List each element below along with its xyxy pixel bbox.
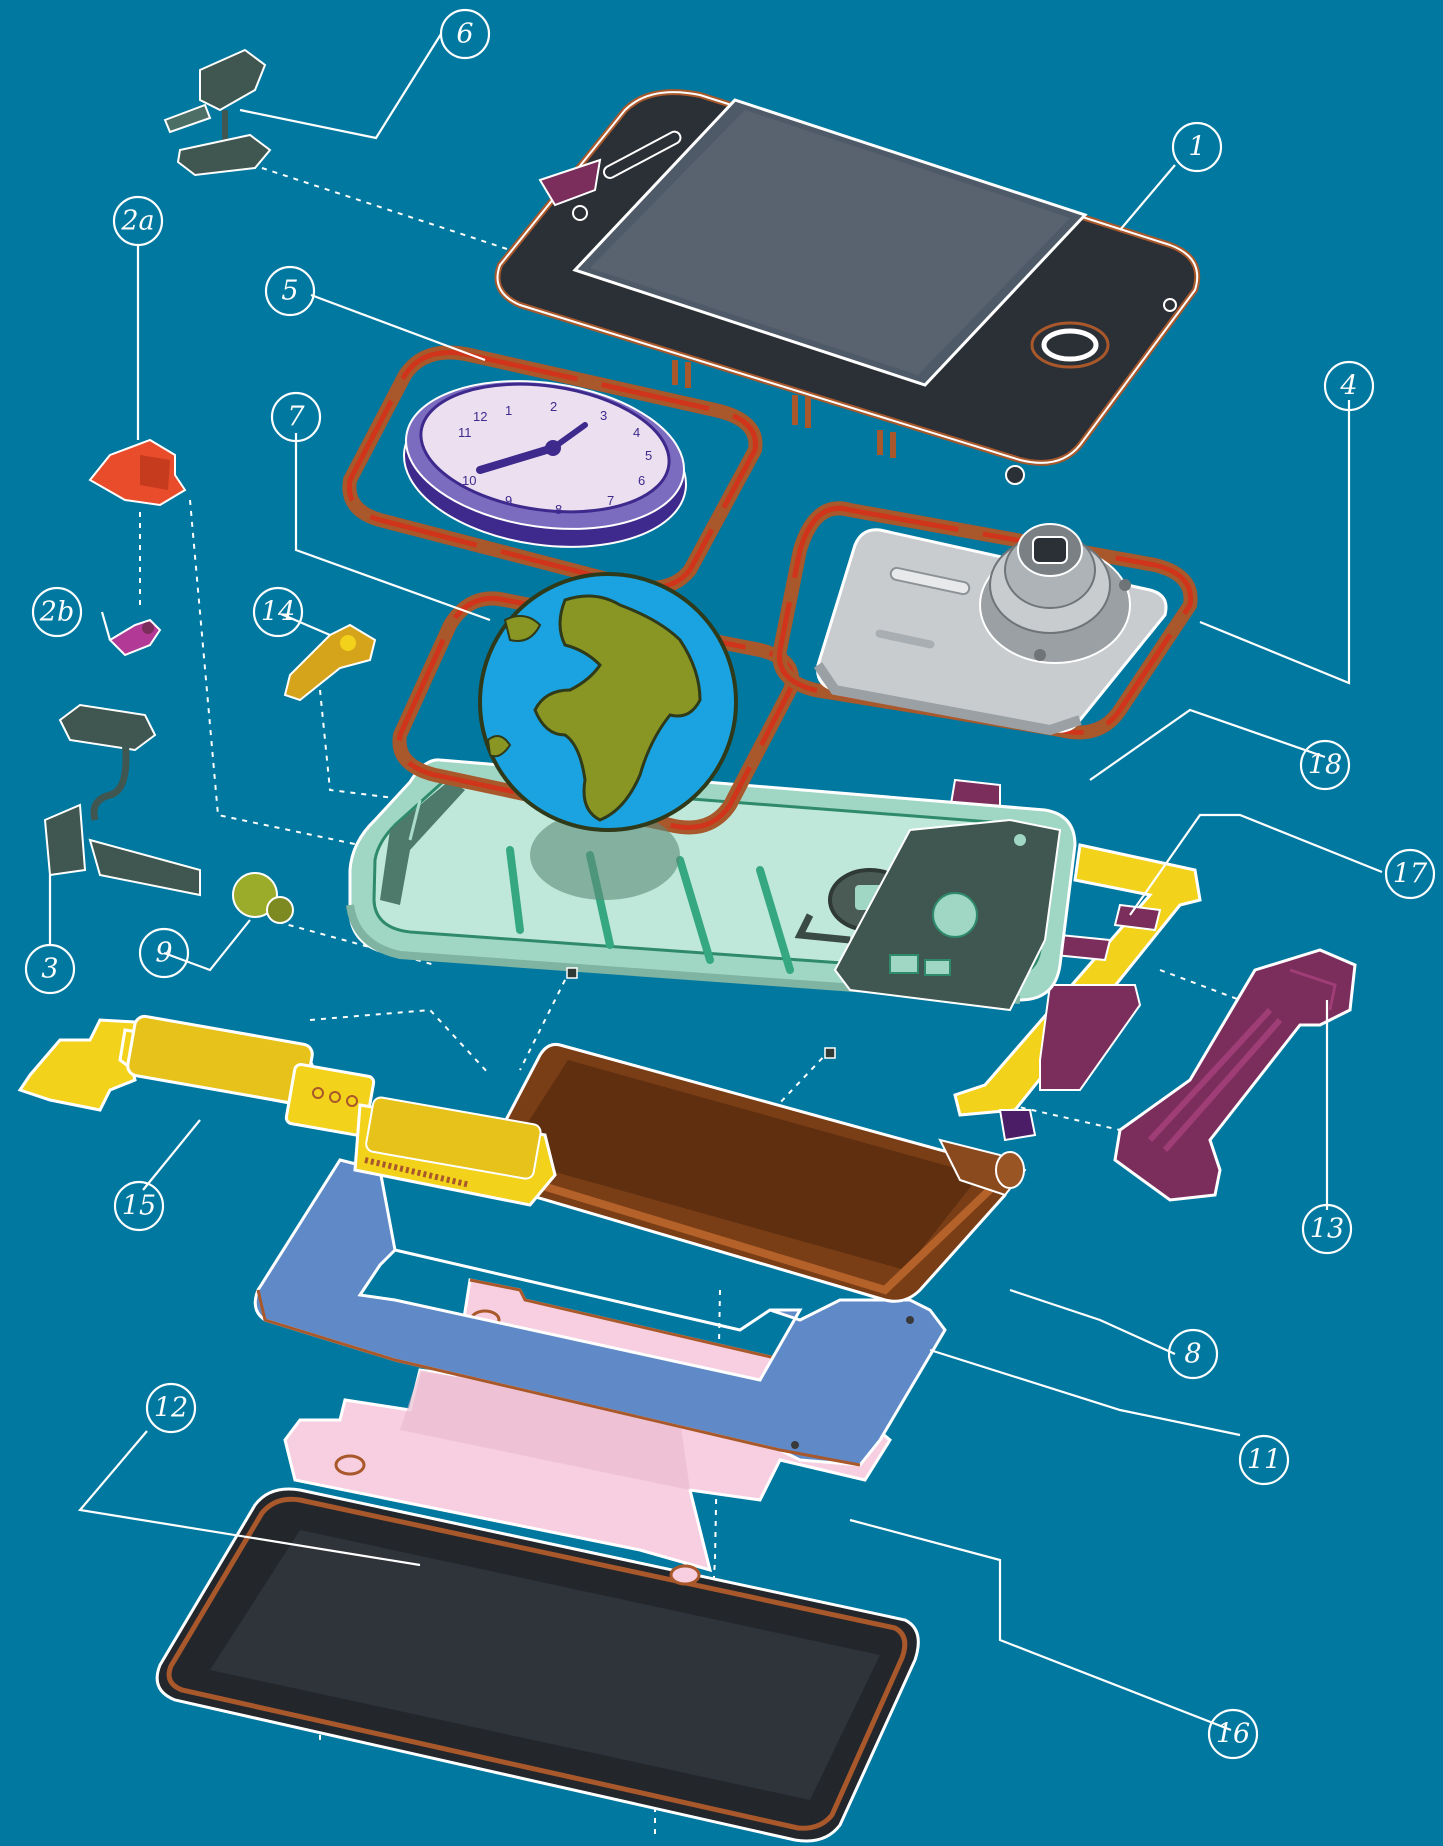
part-2b-clip — [110, 620, 160, 655]
clock-number: 11 — [458, 425, 472, 440]
callout-18: 18 — [1301, 741, 1349, 789]
callout-8: 8 — [1169, 1330, 1217, 1378]
callout-label: 14 — [261, 597, 295, 628]
flex-cable-3 — [45, 705, 200, 895]
callout-label: 5 — [281, 276, 298, 307]
part-2a-bracket — [90, 440, 185, 505]
callout-label: 11 — [1247, 1445, 1281, 1476]
clock-number: 5 — [645, 448, 652, 463]
callout-label: 3 — [41, 954, 58, 985]
mid-frame — [350, 760, 1075, 1058]
clock-number: 3 — [600, 408, 607, 423]
callout-label: 4 — [1339, 371, 1357, 402]
clock-number: 9 — [505, 493, 512, 508]
clock-number: 2 — [550, 399, 557, 414]
callout-11: 11 — [1240, 1436, 1288, 1484]
callout-label: 16 — [1216, 1719, 1250, 1750]
callout-2b: 2b — [33, 588, 81, 636]
callout-9: 9 — [140, 929, 188, 977]
vibrator-motor — [233, 873, 293, 923]
callout-label: 2b — [39, 597, 74, 628]
callout-label: 1 — [1188, 132, 1205, 163]
callout-14: 14 — [254, 588, 302, 636]
battery — [483, 1044, 1025, 1301]
camera-app-module — [779, 508, 1190, 732]
callout-label: 17 — [1393, 859, 1428, 890]
clock-number: 8 — [555, 502, 562, 517]
callout-label: 9 — [155, 938, 172, 969]
clock-number: 6 — [638, 473, 645, 488]
callout-label: 12 — [154, 1393, 188, 1424]
clock-number: 4 — [633, 425, 640, 440]
clock-number: 1 — [505, 403, 512, 418]
callout-2a: 2a — [114, 197, 162, 245]
small-bracket-14 — [285, 625, 375, 700]
clock-number: 7 — [607, 493, 614, 508]
callout-3: 3 — [26, 945, 74, 993]
callout-5: 5 — [266, 267, 314, 315]
callout-label: 7 — [287, 402, 305, 433]
clock-number: 12 — [473, 409, 487, 424]
callout-13: 13 — [1303, 1205, 1351, 1253]
callout-label: 15 — [122, 1191, 156, 1222]
callout-label: 6 — [456, 19, 473, 50]
logic-board — [20, 1015, 555, 1205]
callout-label: 2a — [120, 206, 154, 237]
callout-6: 6 — [441, 10, 489, 58]
callout-15: 15 — [115, 1182, 163, 1230]
callout-17: 17 — [1386, 850, 1434, 898]
clock-number: 10 — [462, 473, 476, 488]
globe-icon — [480, 574, 736, 830]
callout-16: 16 — [1209, 1710, 1257, 1758]
callout-label: 18 — [1308, 750, 1342, 781]
clock-app-module: 1 2 3 4 5 6 7 8 9 10 11 12 — [349, 353, 755, 588]
callout-1: 1 — [1173, 123, 1221, 171]
dock-connector-tool — [1115, 950, 1355, 1200]
callout-label: 13 — [1310, 1214, 1344, 1245]
callout-12: 12 — [147, 1384, 195, 1432]
callout-label: 8 — [1184, 1339, 1201, 1370]
